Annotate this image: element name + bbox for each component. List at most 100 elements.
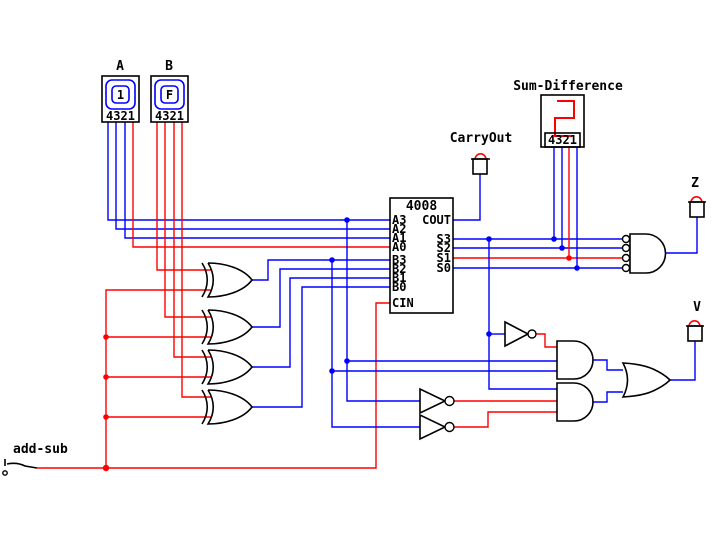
xor-body bbox=[206, 309, 254, 345]
zero-led-label: Z bbox=[691, 176, 699, 191]
overflow-led-label: V bbox=[693, 300, 701, 315]
wire-addsub-to-cin bbox=[106, 302, 390, 469]
not-gate-b3 bbox=[419, 413, 455, 441]
sum-display-body bbox=[540, 94, 585, 148]
output-bubble-icon bbox=[527, 329, 537, 339]
output-bubble-icon bbox=[444, 421, 455, 433]
wires bbox=[37, 122, 698, 469]
wire-b-bit3-to-xor2 bbox=[164, 122, 211, 318]
wire-addsub-rail bbox=[105, 289, 211, 468]
chip-title: 4008 bbox=[406, 199, 437, 214]
wire-xor3-to-b1 bbox=[252, 277, 390, 368]
keypad-a-body[interactable] bbox=[101, 75, 140, 123]
sum-display-label: Sum-Difference bbox=[513, 79, 623, 94]
sum-display-pin-box bbox=[544, 132, 581, 148]
wire-a-bit1-to-a0 bbox=[132, 122, 390, 248]
led-body bbox=[689, 201, 705, 218]
keypad-b[interactable]: B F 4321 bbox=[150, 59, 189, 123]
xor-body bbox=[206, 349, 254, 385]
chip-pin-s2: S2 bbox=[437, 241, 451, 255]
keypad-b-keycap-inner[interactable] bbox=[160, 85, 179, 104]
overflow-and-gate-1 bbox=[556, 340, 594, 380]
wire-and1-to-or bbox=[593, 359, 623, 371]
input-bubble-icon bbox=[621, 253, 631, 263]
keypad-b-body[interactable] bbox=[150, 75, 189, 123]
wire-not2-to-and2 bbox=[454, 411, 557, 428]
xor-gate-2 bbox=[201, 309, 254, 345]
xor-gate-4 bbox=[201, 389, 254, 425]
input-bubble-icon bbox=[621, 243, 631, 253]
add-sub-label: add-sub bbox=[13, 442, 68, 457]
keypad-a-keycap-inner[interactable] bbox=[111, 85, 130, 104]
chip-pin-s0: S0 bbox=[437, 261, 451, 275]
and-body bbox=[556, 382, 594, 422]
chip-pin-a0: A0 bbox=[392, 240, 406, 254]
wire-xor2-to-b2 bbox=[252, 268, 390, 328]
wire-a-bit3-to-a2 bbox=[115, 122, 390, 230]
not-triangle bbox=[419, 387, 447, 415]
junction-dots bbox=[102, 217, 580, 472]
chip-pin-cin: CIN bbox=[392, 296, 414, 310]
keypad-b-keycap[interactable] bbox=[154, 79, 185, 110]
xor-leading-arc bbox=[201, 389, 209, 425]
not-triangle bbox=[504, 320, 530, 348]
chip-pin-a3: A3 bbox=[392, 213, 406, 227]
wire-b-bit4-to-xor1 bbox=[156, 122, 211, 271]
keypad-b-value: F bbox=[166, 88, 173, 102]
wire-not3-to-and1 bbox=[536, 333, 557, 348]
wire-a-bit2-to-a1 bbox=[124, 122, 390, 239]
overflow-led: V bbox=[686, 300, 704, 342]
wire-b-bit1-to-xor4 bbox=[181, 122, 211, 398]
xor-leading-arc bbox=[201, 349, 209, 385]
chip-pin-s3: S3 bbox=[437, 232, 451, 246]
add-sub-switch[interactable]: add-sub bbox=[2, 442, 68, 476]
and-body bbox=[629, 233, 667, 274]
wire-zgate-to-led bbox=[666, 217, 698, 254]
xor-leading-arc bbox=[201, 262, 209, 298]
keypad-a-keycap[interactable] bbox=[105, 79, 136, 110]
carry-out-label: CarryOut bbox=[450, 131, 513, 146]
keypad-a-pin-numbers: 4321 bbox=[106, 109, 135, 123]
or-body bbox=[621, 362, 672, 398]
switch-contact-open[interactable] bbox=[2, 470, 8, 476]
xor-body bbox=[206, 262, 254, 298]
chip-pin-cout: COUT bbox=[422, 213, 451, 227]
led-dome-icon bbox=[688, 320, 701, 326]
xor-gate-1 bbox=[201, 262, 254, 298]
chip-body bbox=[389, 197, 454, 314]
sum-display-pin-numbers: 4321 bbox=[548, 133, 577, 147]
switch-lever[interactable] bbox=[6, 462, 38, 469]
chip-pin-b0: B0 bbox=[392, 280, 406, 294]
not-gate-s3 bbox=[504, 320, 537, 348]
output-bubble-icon bbox=[444, 395, 455, 407]
led-body bbox=[472, 158, 488, 175]
led-dome-icon bbox=[690, 196, 703, 202]
sum-difference-display: Sum-Difference 4321 bbox=[513, 79, 623, 148]
overflow-and-gate-2 bbox=[556, 382, 594, 422]
keypad-a[interactable]: A 1 4321 bbox=[101, 59, 140, 123]
seven-segment-digit bbox=[554, 100, 575, 137]
led-body bbox=[687, 325, 703, 342]
keypad-a-value: 1 bbox=[117, 88, 124, 102]
chip-pin-a2: A2 bbox=[392, 222, 406, 236]
input-bubble-icon bbox=[621, 234, 631, 244]
wire-b-bit2-to-xor3 bbox=[173, 122, 211, 358]
wire-or-to-vled bbox=[670, 341, 696, 381]
not-triangle bbox=[419, 413, 447, 441]
chip-pin-b2: B2 bbox=[392, 262, 406, 276]
input-bubble-icon bbox=[621, 263, 631, 273]
chip-pin-a1: A1 bbox=[392, 231, 406, 245]
chip-pin-b1: B1 bbox=[392, 271, 406, 285]
keypad-a-label: A bbox=[116, 59, 124, 74]
chip-pin-b3: B3 bbox=[392, 253, 406, 267]
not-gate-a3 bbox=[419, 387, 455, 415]
wire-xor1-to-b3 bbox=[252, 259, 390, 281]
wire-a3-tap bbox=[346, 220, 420, 402]
and-body bbox=[556, 340, 594, 380]
wire-xor4-to-b0 bbox=[252, 286, 390, 408]
led-dome-icon bbox=[474, 153, 487, 159]
zero-detect-and-gate bbox=[621, 233, 667, 274]
wire-s3-tap bbox=[488, 239, 557, 390]
overflow-or-gate bbox=[621, 362, 672, 398]
